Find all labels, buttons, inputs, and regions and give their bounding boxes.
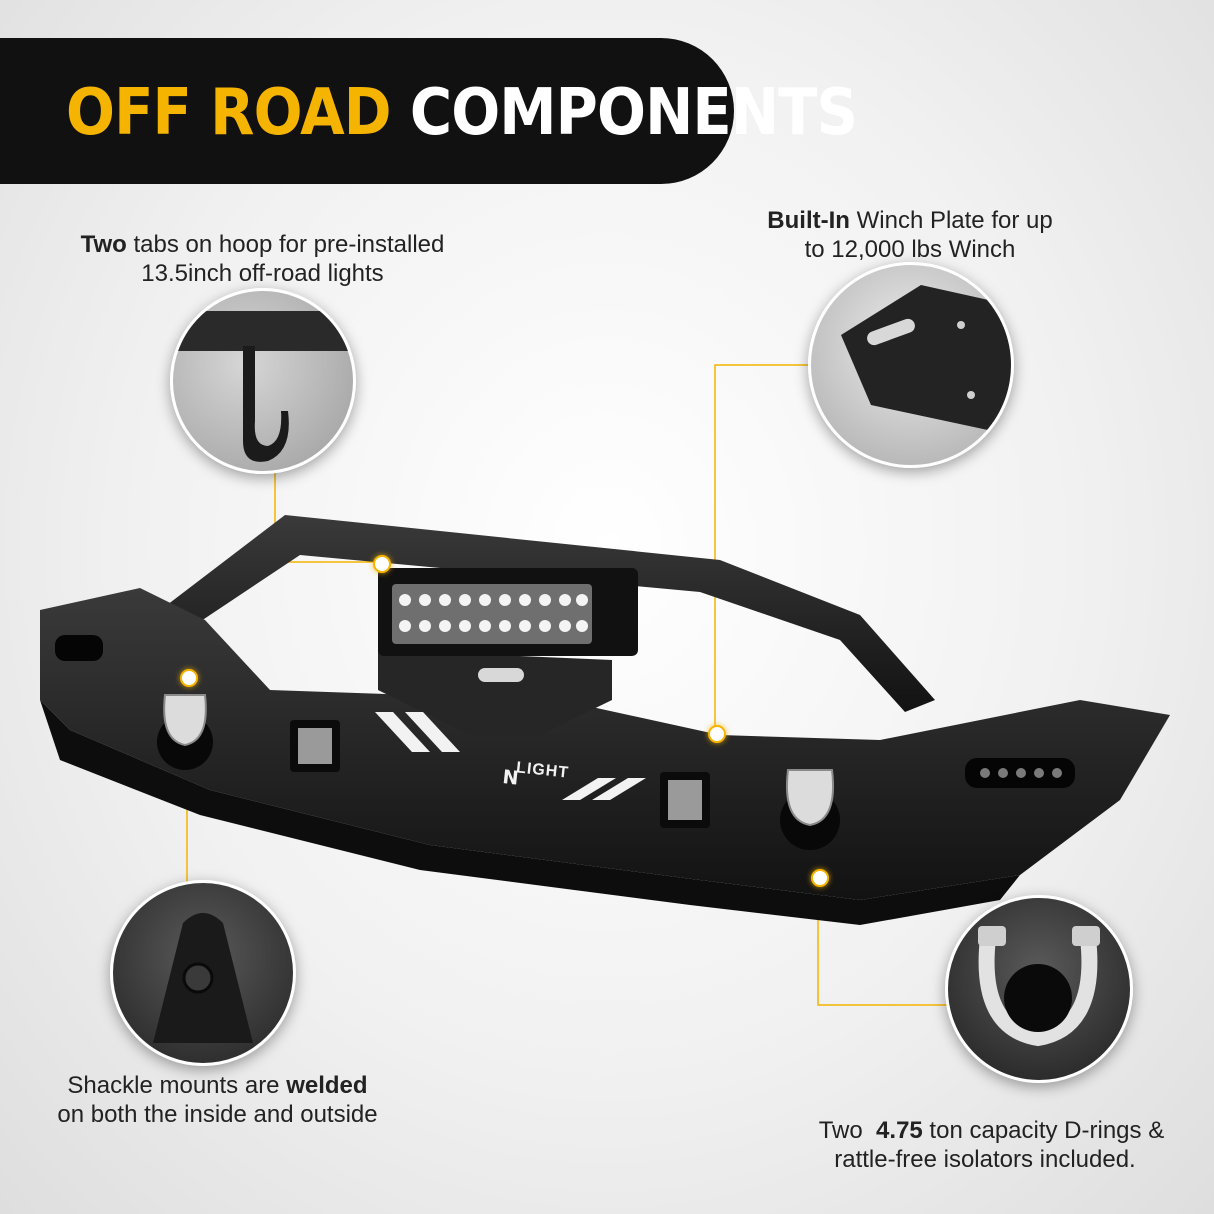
title-banner (0, 38, 734, 184)
light-tabs-text1: tabs on hoop for pre-installed (126, 231, 445, 258)
winch-plate-bold: Built-In (767, 207, 850, 234)
d-rings-caption: Two 4.75 ton capacity D-rings &rattle-fr… (790, 1087, 1180, 1174)
page-title: OFF ROAD COMPONENTS (66, 76, 858, 150)
light-bar-marker (373, 555, 391, 573)
winch-plate-marker (708, 725, 726, 743)
shackle-mounts-text1: Shackle mounts are (67, 1072, 287, 1099)
d-ring-detail-image (945, 895, 1133, 1083)
d-rings-text1: Two (818, 1117, 877, 1144)
d-rings-text2: rattle-free isolators included. (834, 1146, 1136, 1173)
light-tabs-caption: Two tabs on hoop for pre-installed 13.5i… (40, 230, 485, 288)
winch-plate-caption: Built-In Winch Plate for up to 12,000 lb… (740, 206, 1080, 264)
winch-plate-text1: Winch Plate for up (849, 207, 1053, 234)
shackle-mount-marker (180, 669, 198, 687)
d-ring-marker (811, 869, 829, 887)
d-ring-icon (978, 926, 1100, 1047)
winch-plate-icon (841, 285, 1011, 435)
svg-text:N: N (501, 766, 519, 790)
winch-plate-text2: to 12,000 lbs Winch (804, 236, 1016, 263)
d-rings-text1b: ton capacity D-rings & (922, 1117, 1165, 1144)
shackle-mounts-bold: welded (286, 1072, 368, 1099)
light-tabs-text2: 13.5inch off-road lights (141, 260, 384, 287)
light-tabs-bold: Two (80, 231, 127, 258)
d-rings-bold: 4.75 (876, 1117, 923, 1144)
shackle-mount-detail-image (110, 880, 296, 1066)
winch-plate-detail-image (808, 262, 1014, 468)
title-rest: COMPONENTS (409, 76, 858, 150)
title-highlight: OFF ROAD (66, 76, 392, 150)
shackle-mounts-text2: on both the inside and outside (57, 1101, 378, 1128)
hook-tab-icon (173, 311, 353, 462)
light-tab-detail-image (170, 288, 356, 474)
shackle-mounts-caption: Shackle mounts are welded on both the in… (25, 1071, 410, 1129)
weld-mount-icon (153, 913, 253, 1043)
